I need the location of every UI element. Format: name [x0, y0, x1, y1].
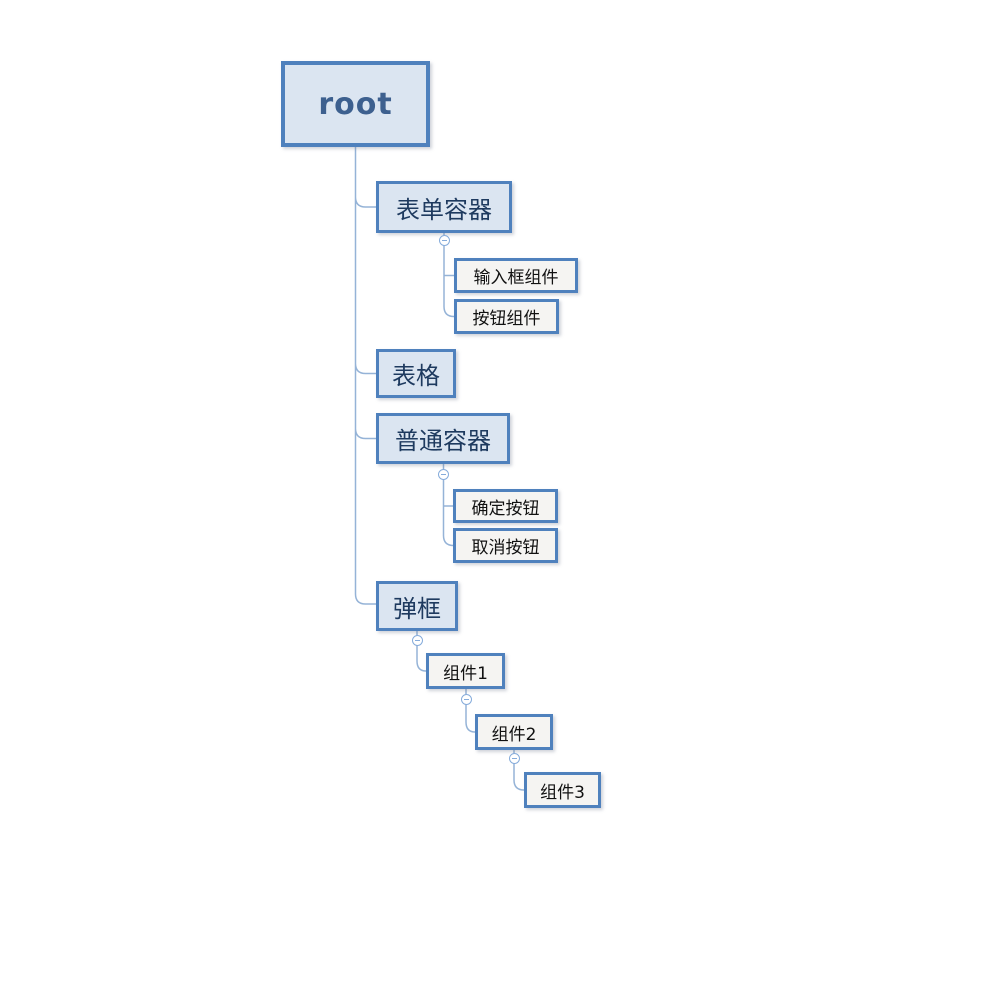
node-cancel-button-label: 取消按钮 — [471, 538, 540, 558]
node-form-container-label: 表单容器 — [396, 195, 492, 224]
node-dialog-label: 弹框 — [393, 594, 441, 623]
node-cancel-button[interactable]: 取消按钮 — [453, 528, 558, 563]
node-button-component[interactable]: 按钮组件 — [454, 299, 559, 334]
node-component-1-label: 组件1 — [443, 663, 488, 684]
collapse-toggle-icon-form-container[interactable] — [438, 234, 450, 246]
node-component-2[interactable]: 组件2 — [475, 714, 553, 750]
node-component-1[interactable]: 组件1 — [426, 653, 505, 689]
node-table-label: 表格 — [392, 362, 440, 390]
node-confirm-button[interactable]: 确定按钮 — [453, 489, 558, 523]
node-form-container[interactable]: 表单容器 — [376, 181, 512, 233]
node-component-2-label: 组件2 — [491, 724, 537, 745]
collapse-toggle-icon-component-1[interactable] — [460, 693, 472, 705]
node-plain-container[interactable]: 普通容器 — [376, 413, 510, 464]
node-component-3[interactable]: 组件3 — [524, 772, 601, 808]
node-button-component-label: 按钮组件 — [472, 309, 541, 329]
node-dialog[interactable]: 弹框 — [376, 581, 458, 631]
node-component-3-label: 组件3 — [540, 782, 585, 803]
node-input-component[interactable]: 输入框组件 — [454, 258, 578, 293]
node-input-component-label: 输入框组件 — [473, 268, 559, 288]
collapse-toggle-icon-component-2[interactable] — [508, 752, 520, 764]
node-plain-container-label: 普通容器 — [395, 427, 491, 455]
node-root[interactable]: root — [281, 61, 430, 147]
collapse-toggle-icon-plain-container[interactable] — [438, 468, 449, 480]
node-table[interactable]: 表格 — [376, 349, 456, 398]
node-root-label: root — [318, 86, 393, 122]
node-confirm-button-label: 确定按钮 — [471, 498, 540, 519]
collapse-toggle-icon-dialog[interactable] — [411, 634, 423, 646]
